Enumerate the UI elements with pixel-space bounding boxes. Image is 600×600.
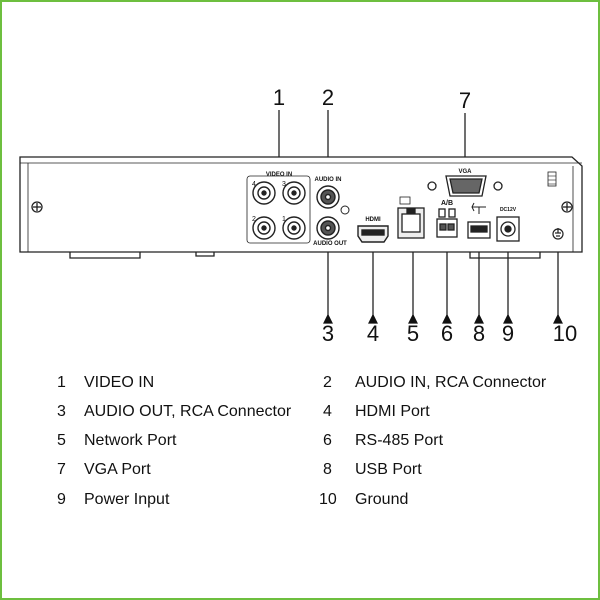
bnc-label-3: 3 xyxy=(282,181,286,188)
callout-10: 10 xyxy=(553,321,577,346)
network-port xyxy=(397,196,425,239)
audio-in-label: AUDIO IN xyxy=(315,177,342,183)
callout-9: 9 xyxy=(502,321,514,346)
callout-8: 8 xyxy=(473,321,485,346)
callout-1: 1 xyxy=(273,85,285,110)
arrow-8 xyxy=(474,313,484,324)
video-in-label: VIDEO IN xyxy=(266,172,292,178)
audio-out-label: AUDIO OUT xyxy=(313,241,347,247)
ground-terminal xyxy=(552,228,564,240)
power-input xyxy=(496,216,520,242)
dc-label: DC12V xyxy=(500,207,517,213)
arrow-6 xyxy=(442,313,452,324)
arrow-10 xyxy=(553,313,563,324)
hdmi-label: HDMI xyxy=(365,217,381,223)
arrow-9 xyxy=(503,313,513,324)
vga-port xyxy=(427,175,503,197)
bnc-label-1: 1 xyxy=(282,216,286,223)
arrow-3 xyxy=(323,313,333,324)
callout-5: 5 xyxy=(407,321,419,346)
audio-connectors xyxy=(316,185,350,240)
screw-left xyxy=(31,201,43,213)
bnc-label-2: 2 xyxy=(252,216,256,223)
callout-4: 4 xyxy=(367,321,379,346)
bnc-label-4: 4 xyxy=(252,181,256,188)
callout-7: 7 xyxy=(459,88,471,113)
video-in-connectors xyxy=(246,175,311,244)
hdmi-port xyxy=(357,225,389,243)
arrow-4 xyxy=(368,313,378,324)
rs485-port xyxy=(436,208,458,238)
screw-right xyxy=(561,201,573,213)
callout-6: 6 xyxy=(441,321,453,346)
arrow-5 xyxy=(408,313,418,324)
callout-2: 2 xyxy=(322,85,334,110)
callout-3: 3 xyxy=(322,321,334,346)
usb-port xyxy=(467,202,491,239)
vga-label: VGA xyxy=(458,169,472,175)
ab-label: A/B xyxy=(441,200,453,207)
